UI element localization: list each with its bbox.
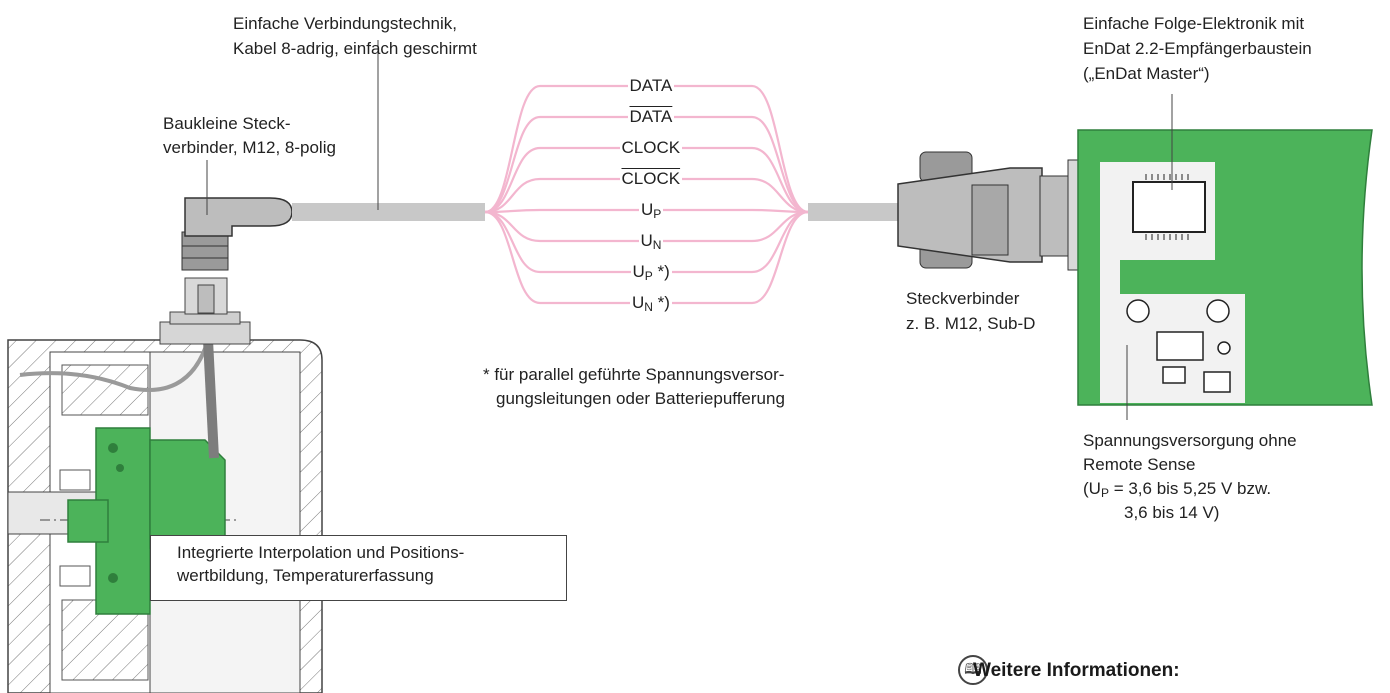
plug-label-line1: Steckverbinder — [906, 289, 1020, 308]
signal-wire — [484, 210, 809, 305]
connector-label-line2: verbinder, M12, 8-polig — [163, 138, 336, 157]
signal-label: UN *) — [630, 293, 672, 317]
interpolation-line1: Integrierte Interpolation und Positions- — [177, 543, 465, 562]
signal-label: UP *) — [630, 262, 672, 286]
footnote-line2: gungsleitungen oder Batteriepufferung — [496, 389, 785, 408]
m12-connector — [159, 197, 293, 345]
supply-label-line4: 3,6 bis 14 V) — [1124, 503, 1220, 522]
signal-label: UP — [639, 200, 664, 224]
more-info-heading: Weitere Informationen: — [973, 660, 1180, 681]
plug-label-line2: z. B. M12, Sub-D — [906, 314, 1036, 333]
signal-label: UN — [638, 231, 664, 255]
cable-label-line1: Einfache Verbindungstechnik, — [233, 14, 457, 33]
interpolation-line2: wertbildung, Temperaturerfassung — [177, 566, 434, 585]
signal-label: DATA — [627, 107, 675, 127]
signal-label: CLOCK — [619, 138, 683, 158]
signal-label: CLOCK — [619, 169, 683, 189]
sub-d-connector — [897, 151, 1081, 271]
supply-label-line1: Spannungsversorgung ohne — [1083, 431, 1297, 450]
supply-label-line3: (UP = 3,6 bis 5,25 V bzw. — [1083, 479, 1272, 500]
supply-label-line2: Remote Sense — [1083, 455, 1196, 474]
encoder-module — [67, 427, 226, 615]
electronics-label-line1: Einfache Folge-Elektronik mit — [1083, 14, 1305, 33]
connector-label-line1: Baukleine Steck- — [163, 114, 291, 133]
interpolation-box: Integrierte Interpolation und Positions-… — [150, 535, 567, 601]
cable-label-line2: Kabel 8-adrig, einfach geschirmt — [233, 39, 477, 58]
footnote-line1: * für parallel geführte Spannungsversor- — [483, 365, 785, 384]
electronics-label-line2: EnDat 2.2-Empfängerbaustein — [1083, 39, 1312, 58]
book-icon: 🕮 — [958, 655, 988, 685]
signal-label: DATA — [627, 76, 675, 96]
signal-wire — [484, 115, 809, 214]
circuit-board — [1077, 129, 1373, 406]
electronics-label-line3: („EnDat Master“) — [1083, 64, 1210, 83]
